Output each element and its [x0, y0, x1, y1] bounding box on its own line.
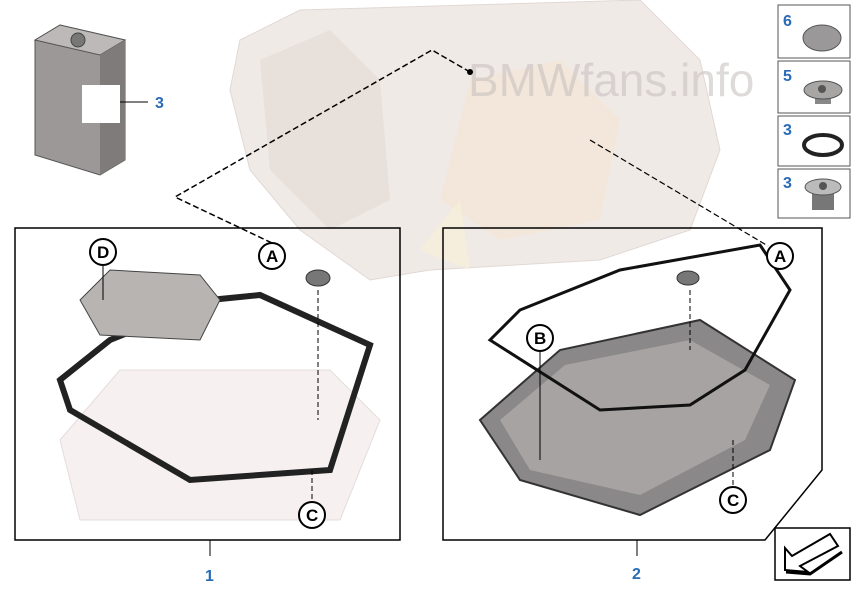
seal-washer-2: [676, 270, 700, 286]
label-a-right: A: [766, 242, 794, 270]
svg-text:B: B: [534, 329, 546, 348]
oil-pan-ghost: [59, 369, 381, 521]
oil-pan-inner: [500, 340, 770, 495]
svg-text:6: 6: [783, 13, 792, 30]
label-c-right: C: [719, 486, 747, 514]
leader-line-a-left: [173, 49, 471, 244]
label-a-left: A: [258, 242, 286, 270]
arrow-down-left-icon[interactable]: [774, 527, 851, 581]
fluid-can: [33, 24, 127, 176]
svg-text:A: A: [774, 247, 786, 266]
label-b: B: [526, 324, 554, 352]
label-c-left: C: [298, 501, 326, 529]
pan-gasket-2: [487, 243, 792, 412]
part-seal-ring[interactable]: 3: [777, 115, 851, 167]
svg-text:3: 3: [783, 175, 792, 192]
leader-dot: [467, 69, 473, 75]
svg-text:3: 3: [783, 122, 792, 139]
callout-fluid-can: 3: [155, 95, 164, 112]
oil-filter: [79, 269, 221, 341]
svg-text:C: C: [306, 506, 318, 525]
callout-kit-1: 1: [205, 568, 214, 585]
seal-washer: [305, 269, 331, 287]
callout-kit-2: 2: [632, 566, 641, 583]
svg-text:5: 5: [783, 68, 792, 85]
kit-2-frame: [442, 227, 823, 541]
label-d: D: [89, 238, 117, 266]
part-drain-plug[interactable]: 5: [777, 60, 851, 114]
part-cap[interactable]: 6: [777, 4, 851, 59]
transmission-illustration: [229, 0, 721, 281]
svg-text:A: A: [266, 247, 278, 266]
svg-text:C: C: [727, 491, 739, 510]
svg-text:D: D: [97, 243, 109, 262]
part-filler-plug[interactable]: 3: [777, 168, 851, 219]
watermark: BMWfans.info: [468, 54, 754, 106]
kit-1-frame: [14, 227, 401, 541]
